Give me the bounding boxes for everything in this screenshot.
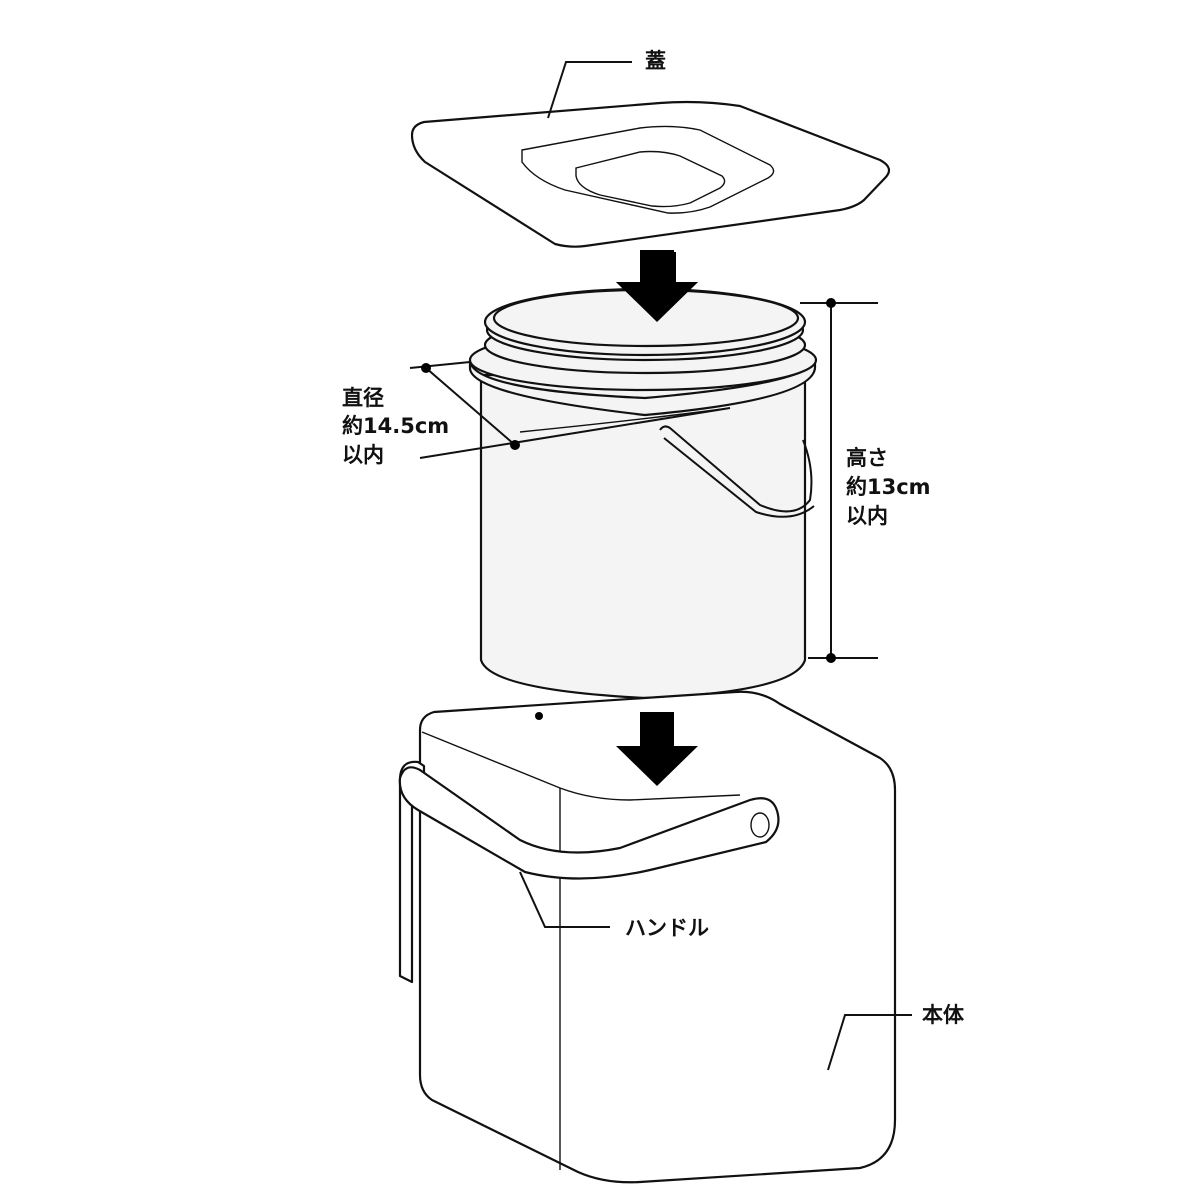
diameter-label-line1: 直径: [342, 386, 384, 410]
body-leader-line: [827, 1014, 912, 1071]
lid-label: 蓋: [645, 49, 666, 73]
body-label: 本体: [922, 1003, 965, 1027]
main-body: [398, 690, 897, 1184]
height-label-line2: 約13cm: [846, 475, 931, 499]
diameter-label-line2: 約14.5cm: [342, 414, 449, 438]
diameter-label-line3: 以内: [342, 443, 384, 467]
lid-leader-line: [547, 61, 632, 119]
handle-label: ハンドル: [625, 916, 709, 940]
height-dimension: [800, 298, 878, 663]
down-arrow-bottom: [616, 712, 698, 786]
diameter-dimension: [409, 361, 731, 459]
height-label-line1: 高さ: [846, 446, 888, 470]
lid: [410, 100, 891, 248]
height-label-line3: 以内: [846, 504, 888, 528]
handle-leader-line: [519, 871, 610, 928]
down-arrow-into-bucket: [616, 252, 698, 322]
inner-bucket: [468, 287, 818, 700]
